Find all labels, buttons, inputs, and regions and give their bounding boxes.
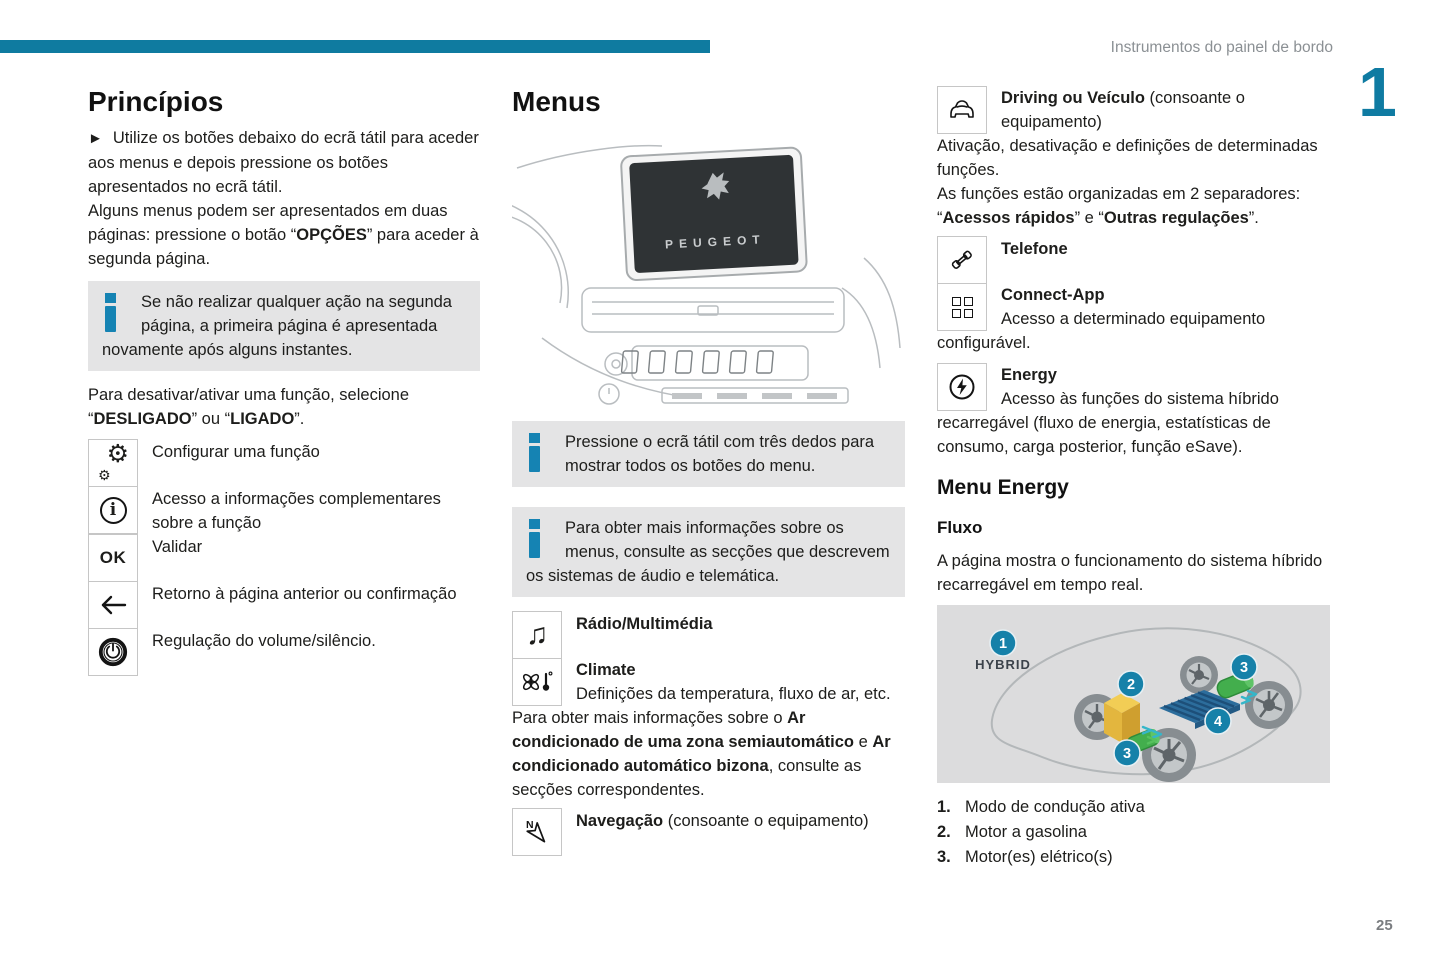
legend-item: 3.Motor(es) elétrico(s)	[937, 848, 1113, 866]
legend-label: Validar	[152, 538, 203, 556]
dashboard-illustration: PEUGEOT	[481, 144, 901, 405]
fan-thermometer-icon	[512, 658, 562, 706]
column-principios: Princípios ►Utilize os botões debaixo do…	[88, 86, 480, 676]
legend-row: i Acesso a informações complementares so…	[88, 486, 480, 535]
app-grid-icon	[937, 283, 987, 331]
energy-bolt-icon	[937, 363, 987, 411]
hybrid-label: HYBRID	[975, 657, 1031, 672]
navigation-arrow-icon: N	[512, 808, 562, 856]
energy-flow-diagram: 1 2 3 3 4 HYBRID	[937, 605, 1330, 783]
info-icon	[105, 293, 118, 333]
paragraph: Ativação, desativação e definições de de…	[937, 137, 1318, 179]
legend-label: Retorno à página anterior ou confirmação	[152, 585, 457, 603]
svg-text:4: 4	[1214, 714, 1222, 730]
menu-label: Driving ou Veículo (consoante o equipame…	[1001, 89, 1245, 131]
power-icon	[88, 628, 138, 676]
engine-block	[1104, 693, 1140, 743]
page-number: 25	[1376, 917, 1393, 934]
diagram-badges: 1 2 3 3 4	[989, 629, 1258, 767]
ok-button-icon: OK	[88, 534, 138, 582]
svg-text:3: 3	[1123, 746, 1131, 762]
paragraph: ►Utilize os botões debaixo do ecrã tátil…	[88, 129, 479, 196]
legend-label: Regulação do volume/silêncio.	[152, 632, 376, 650]
legend-label: Configurar uma função	[152, 443, 320, 461]
column-right: Driving ou Veículo (consoante o equipame…	[937, 86, 1330, 870]
paragraph: Para desativar/ativar uma função, seleci…	[88, 386, 410, 428]
button-legend-table: ⚙⚙ Configurar uma função i Acesso a info…	[88, 439, 480, 676]
info-note: Se não realizar qualquer ação na segunda…	[88, 281, 480, 371]
menu-row-driving: Driving ou Veículo (consoante o equipame…	[937, 86, 1330, 230]
paragraph: Alguns menus podem ser apresentados em d…	[88, 202, 479, 268]
flow-arrows	[1141, 689, 1258, 745]
car-icon	[937, 86, 987, 134]
section-title-principios: Princípios	[88, 86, 224, 117]
svg-text:1: 1	[999, 636, 1007, 652]
info-icon	[529, 433, 542, 472]
menu-label: Navegação (consoante o equipamento)	[576, 812, 869, 830]
note-text: Pressione o ecrã tátil com três dedos pa…	[565, 433, 875, 475]
legend-item: 2.Motor a gasolina	[937, 823, 1087, 841]
wheel	[1245, 681, 1293, 729]
paragraph: Para obter mais informações sobre o Ar c…	[512, 709, 891, 799]
paragraph: As funções estão organizadas em 2 separa…	[937, 185, 1301, 227]
gears-icon: ⚙⚙	[88, 439, 138, 487]
chapter-number: 1	[1358, 53, 1397, 131]
info-note: Pressione o ecrã tátil com três dedos pa…	[512, 421, 905, 487]
subsection-title-fluxo: Fluxo	[937, 518, 983, 537]
legend-item: 1.Modo de condução ativa	[937, 798, 1145, 816]
info-note: Para obter mais informações sobre os men…	[512, 507, 905, 597]
note-text: Para obter mais informações sobre os men…	[526, 519, 890, 585]
chapter-accent-bar	[0, 40, 710, 53]
music-notes-icon: ♫	[512, 611, 562, 659]
menu-label: Telefone	[1001, 240, 1068, 258]
menu-row-radio: ♫ Rádio/Multimédia	[512, 611, 905, 659]
legend-row: OK Validar	[88, 534, 480, 582]
menu-row-phone: Telefone	[937, 236, 1330, 284]
info-icon	[529, 519, 542, 559]
legend-row: ⚙⚙ Configurar uma função	[88, 439, 480, 487]
back-arrow-icon	[88, 581, 138, 629]
menu-row-navigation: N Navegação (consoante o equipamento)	[512, 808, 905, 856]
section-title-menus: Menus	[512, 86, 601, 117]
triangle-bullet-icon: ►	[88, 130, 103, 147]
legend-row: Retorno à página anterior ou confirmação	[88, 581, 480, 629]
info-circle-icon: i	[88, 486, 138, 534]
svg-text:3: 3	[1240, 660, 1248, 676]
note-text: Se não realizar qualquer ação na segunda…	[102, 293, 452, 359]
menu-label: Rádio/Multimédia	[576, 615, 713, 633]
column-menus: Menus PEUGEOT	[481, 86, 905, 856]
wheel	[1180, 656, 1218, 694]
svg-text:N: N	[526, 819, 534, 831]
running-header: Instrumentos do painel de bordo	[1110, 39, 1333, 56]
svg-text:2: 2	[1127, 677, 1135, 693]
subsection-title-menu-energy: Menu Energy	[937, 476, 1069, 499]
svg-text:PEUGEOT: PEUGEOT	[665, 232, 766, 251]
legend-row: Regulação do volume/silêncio.	[88, 628, 480, 676]
phone-icon	[937, 236, 987, 284]
legend-label: Acesso a informações complementares sobr…	[152, 490, 441, 532]
diagram-legend: 1.Modo de condução ativa 2.Motor a gasol…	[937, 795, 1330, 870]
paragraph: A página mostra o funcionamento do siste…	[937, 552, 1323, 594]
